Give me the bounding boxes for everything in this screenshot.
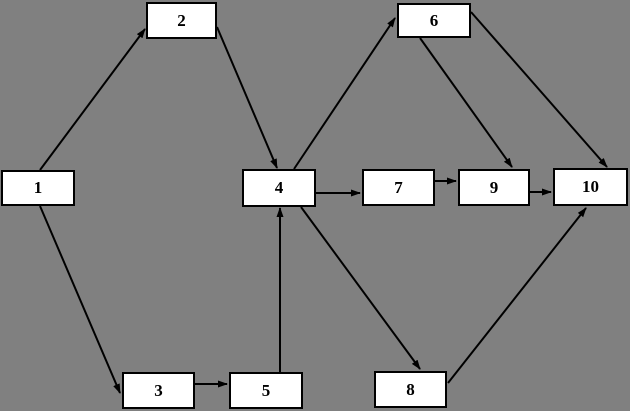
- edge-4-to-6: [293, 17, 396, 170]
- node-10: 10: [553, 168, 628, 206]
- node-7: 7: [362, 169, 435, 206]
- node-5: 5: [229, 372, 303, 409]
- edge-1-to-2: [39, 28, 146, 171]
- edge-6-to-10: [470, 11, 608, 168]
- node-2: 2: [146, 2, 217, 39]
- edge-1-to-3: [39, 205, 121, 394]
- node-6: 6: [397, 3, 471, 38]
- edge-2-to-4: [216, 26, 278, 169]
- node-3: 3: [122, 372, 195, 409]
- edge-6-to-9: [419, 37, 513, 168]
- node-4: 4: [242, 169, 316, 207]
- edge-8-to-10: [447, 207, 587, 384]
- node-1: 1: [1, 170, 75, 206]
- node-9: 9: [458, 169, 530, 206]
- node-8: 8: [374, 371, 447, 408]
- edge-4-to-8: [300, 206, 421, 370]
